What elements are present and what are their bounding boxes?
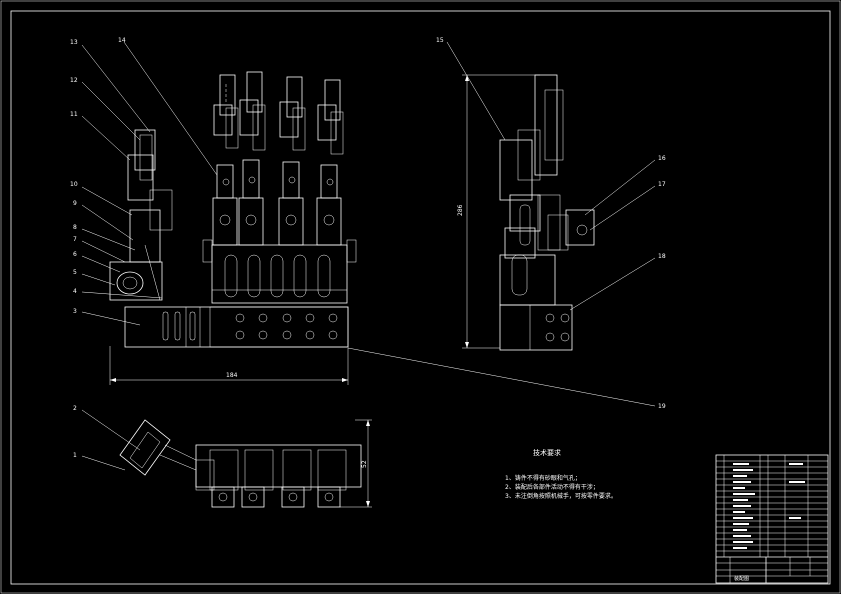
- dimension-width: [109, 346, 349, 385]
- part-number-9: 9: [73, 200, 77, 207]
- part-number-17: 17: [658, 181, 666, 188]
- dimension-label-width: 184: [226, 372, 238, 379]
- part-number-2: 2: [73, 405, 77, 412]
- part-number-labels: 13 12 11 10 9 8 7 6 5 4 3 14 15 16 17 18…: [70, 37, 666, 459]
- top-view: [81, 409, 372, 508]
- dimension-label-height: 286: [457, 204, 464, 216]
- part-number-3: 3: [73, 308, 77, 315]
- dimension-height: [462, 74, 540, 349]
- tech-requirements-title: 技术要求: [533, 448, 561, 457]
- part-number-11: 11: [70, 111, 78, 118]
- part-number-15: 15: [436, 37, 444, 44]
- tech-requirement-1: 1、铸件不得有砂眼和气孔；: [505, 474, 581, 482]
- dimension-top: [340, 419, 372, 508]
- technical-requirements: 技术要求 1、铸件不得有砂眼和气孔； 2、装配后各部件活动不得有干涉； 3、未注…: [505, 448, 617, 500]
- dimension-label-top: 52: [361, 460, 368, 468]
- tech-requirement-3: 3、未注倒角按照机械手，可按零件要求。: [505, 492, 617, 500]
- part-number-5: 5: [73, 269, 77, 276]
- part-number-6: 6: [73, 251, 77, 258]
- parts-list-text-marks: [733, 463, 805, 549]
- base-bolt-holes: [235, 313, 338, 340]
- part-number-18: 18: [658, 253, 666, 260]
- part-number-10: 10: [70, 181, 78, 188]
- part-number-14: 14: [118, 37, 126, 44]
- finger-2: [238, 71, 266, 246]
- side-view: [446, 41, 656, 351]
- finger-1: [212, 74, 239, 246]
- part-number-16: 16: [658, 155, 666, 162]
- title-block: 装配图: [715, 454, 829, 584]
- front-view: [81, 41, 656, 407]
- part-number-4: 4: [73, 288, 77, 295]
- part-number-19: 19: [658, 403, 666, 410]
- inner-frame: [10, 10, 831, 585]
- front-leaders: [81, 41, 656, 407]
- thumb-assembly: [109, 129, 173, 301]
- part-number-7: 7: [73, 236, 77, 243]
- tech-requirement-2: 2、装配后各部件活动不得有干涉；: [505, 483, 599, 491]
- part-number-1: 1: [73, 452, 77, 459]
- part-number-12: 12: [70, 77, 78, 84]
- part-number-13: 13: [70, 39, 78, 46]
- finger-4: [316, 79, 344, 246]
- drawing-name: 装配图: [734, 575, 749, 582]
- finger-3: [278, 76, 306, 246]
- parts-list-grid: [716, 455, 828, 583]
- part-number-8: 8: [73, 224, 77, 231]
